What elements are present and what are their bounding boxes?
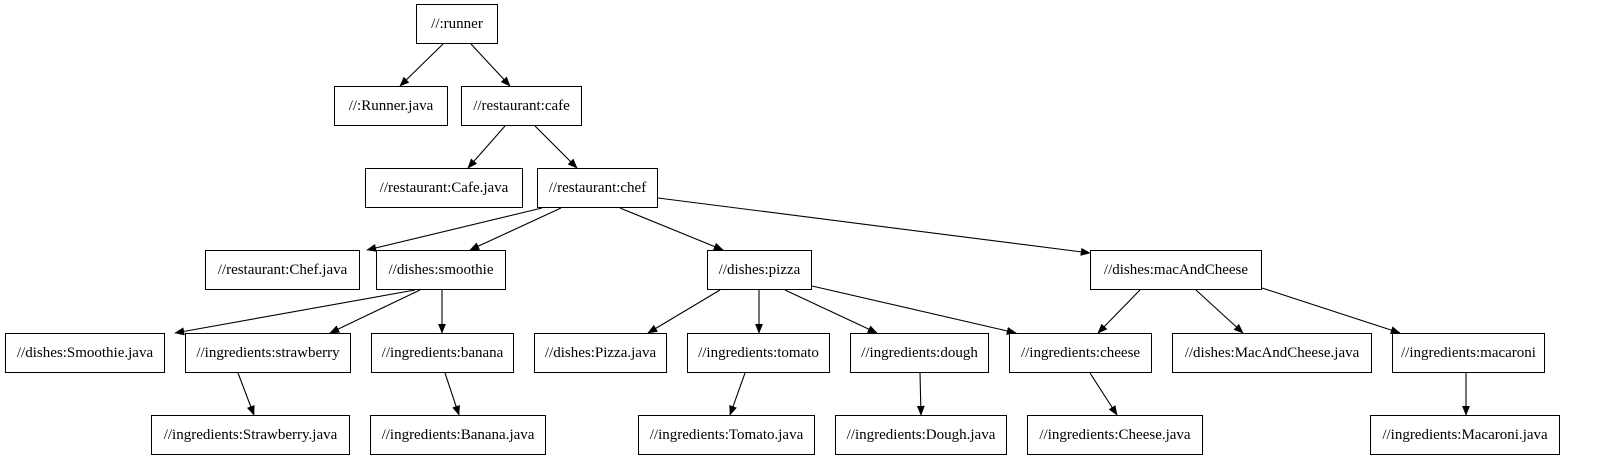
graph-node-dishes-pizza[interactable]: //dishes:pizza	[707, 250, 812, 290]
graph-edge	[811, 285, 1017, 335]
graph-node-label: //dishes:pizza	[718, 261, 801, 278]
graph-node-ing-strawberry-java[interactable]: //ingredients:Strawberry.java	[151, 415, 350, 455]
graph-edge	[647, 289, 721, 334]
graph-node-label: //restaurant:chef	[548, 179, 647, 196]
graph-node-ing-banana[interactable]: //ingredients:banana	[371, 333, 514, 373]
graph-node-ing-strawberry[interactable]: //ingredients:strawberry	[185, 333, 351, 373]
graph-node-ing-macaroni-java[interactable]: //ingredients:Macaroni.java	[1370, 415, 1560, 455]
graph-edge	[399, 43, 444, 87]
graph-node-label: //restaurant:Chef.java	[217, 261, 348, 278]
graph-node-label: //ingredients:Macaroni.java	[1382, 426, 1548, 443]
graph-node-label: //dishes:Smoothie.java	[16, 344, 154, 361]
graph-edge	[1195, 289, 1244, 334]
graph-edge	[619, 207, 724, 251]
graph-edge	[366, 207, 543, 252]
graph-node-ing-dough-java[interactable]: //ingredients:Dough.java	[835, 415, 1007, 455]
graph-node-restaurant-chef-java[interactable]: //restaurant:Chef.java	[205, 250, 360, 290]
graph-node-dishes-macandcheese[interactable]: //dishes:macAndCheese	[1090, 250, 1262, 290]
graph-node-label: //ingredients:cheese	[1020, 344, 1141, 361]
graph-edge	[444, 372, 460, 416]
graph-node-restaurant-cafe[interactable]: //restaurant:cafe	[461, 86, 582, 126]
graph-node-ing-tomato[interactable]: //ingredients:tomato	[687, 333, 830, 373]
graph-node-label: //ingredients:dough	[861, 344, 978, 361]
graph-edge	[729, 372, 746, 416]
graph-node-dishes-pizza-java[interactable]: //dishes:Pizza.java	[534, 333, 667, 373]
graph-node-label: //ingredients:Dough.java	[846, 426, 996, 443]
graph-edge	[467, 125, 506, 169]
graph-node-label: //dishes:macAndCheese	[1103, 261, 1249, 278]
graph-edge	[237, 372, 255, 416]
graph-node-label: //dishes:MacAndCheese.java	[1184, 344, 1360, 361]
graph-node-restaurant-cafe-java[interactable]: //restaurant:Cafe.java	[365, 168, 523, 208]
graph-edge	[1097, 289, 1141, 334]
graph-node-dishes-macandcheese-java[interactable]: //dishes:MacAndCheese.java	[1172, 333, 1372, 373]
graph-edge	[329, 289, 421, 334]
graph-node-label: //restaurant:cafe	[473, 97, 570, 114]
graph-node-label: //:Runner.java	[348, 97, 434, 114]
graph-node-label: //ingredients:tomato	[698, 344, 819, 361]
graph-node-ing-banana-java[interactable]: //ingredients:Banana.java	[370, 415, 546, 455]
graph-node-ing-cheese-java[interactable]: //ingredients:Cheese.java	[1027, 415, 1203, 455]
graph-edge	[657, 197, 1091, 256]
graph-edge	[784, 289, 878, 334]
graph-node-label: //ingredients:Strawberry.java	[163, 426, 338, 443]
graph-node-label: //restaurant:Cafe.java	[379, 179, 509, 196]
graph-node-ing-macaroni[interactable]: //ingredients:macaroni	[1392, 333, 1545, 373]
graph-edge	[470, 43, 511, 87]
graph-edge	[916, 372, 925, 416]
graph-node-restaurant-chef[interactable]: //restaurant:chef	[537, 168, 658, 208]
graph-node-label: //:runner	[431, 15, 483, 32]
graph-edge	[174, 289, 416, 336]
graph-node-ing-tomato-java[interactable]: //ingredients:Tomato.java	[638, 415, 815, 455]
graph-node-dishes-smoothie[interactable]: //dishes:smoothie	[376, 250, 506, 290]
graph-node-label: //ingredients:banana	[381, 344, 504, 361]
graph-node-ing-dough[interactable]: //ingredients:dough	[850, 333, 989, 373]
graph-node-label: //ingredients:Tomato.java	[649, 426, 804, 443]
graph-edge	[1261, 287, 1401, 334]
graph-node-label: //ingredients:Cheese.java	[1039, 426, 1191, 443]
graph-edge	[534, 125, 578, 169]
graph-edge	[469, 207, 562, 251]
graph-edge	[1089, 372, 1118, 416]
graph-node-label: //dishes:Pizza.java	[544, 344, 657, 361]
graph-node-label: //dishes:smoothie	[388, 261, 494, 278]
graph-node-label: //ingredients:macaroni	[1401, 344, 1536, 361]
graph-node-runner[interactable]: //:runner	[416, 4, 498, 44]
graph-node-runner-java[interactable]: //:Runner.java	[334, 86, 448, 126]
graph-node-label: //ingredients:Banana.java	[381, 426, 535, 443]
graph-node-dishes-smoothie-java[interactable]: //dishes:Smoothie.java	[5, 333, 165, 373]
graph-node-ing-cheese[interactable]: //ingredients:cheese	[1009, 333, 1152, 373]
graph-node-label: //ingredients:strawberry	[196, 344, 340, 361]
